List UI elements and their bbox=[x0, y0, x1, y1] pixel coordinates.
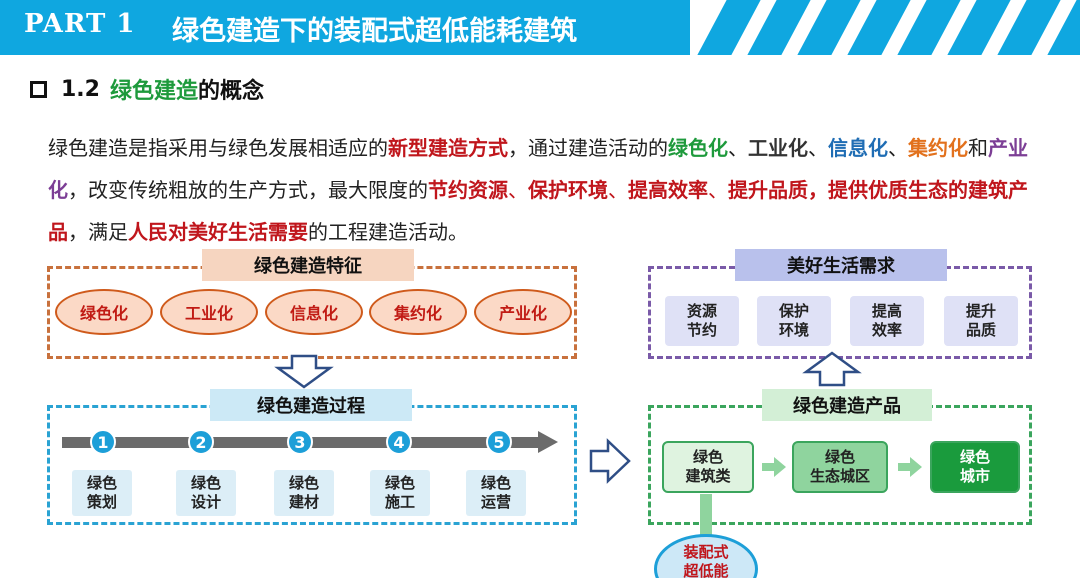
need-box: 资源节约 bbox=[665, 296, 739, 346]
bubble-line: 超低能 bbox=[683, 562, 729, 578]
section-title-highlight: 绿色建造 bbox=[109, 79, 198, 104]
need-line: 品质 bbox=[965, 321, 996, 339]
features-title: 绿色建造特征 bbox=[202, 249, 414, 281]
need-line: 环境 bbox=[778, 321, 809, 339]
para-text: 、 bbox=[728, 136, 748, 160]
para-emphasis: 工业化 bbox=[748, 136, 808, 160]
checkbox-icon bbox=[30, 80, 47, 98]
para-emphasis: 集约化 bbox=[908, 136, 968, 160]
step-number: 1 bbox=[90, 429, 116, 455]
step-number: 5 bbox=[486, 429, 512, 455]
need-line: 效率 bbox=[871, 321, 902, 339]
para-text: 、 bbox=[508, 178, 528, 202]
feature-oval: 信息化 bbox=[265, 289, 363, 335]
step-line: 设计 bbox=[190, 493, 221, 511]
para-text: 和 bbox=[968, 136, 988, 160]
para-emphasis: 信息化 bbox=[828, 136, 888, 160]
para-text: 、 bbox=[608, 178, 628, 202]
para-text: ，满足 bbox=[68, 220, 128, 244]
header-bar bbox=[0, 0, 690, 55]
definition-paragraph: 绿色建造是指采用与绿色发展相适应的新型建造方式，通过建造活动的绿色化、工业化、信… bbox=[48, 127, 1048, 253]
needs-title: 美好生活需求 bbox=[735, 249, 947, 281]
process-step: 绿色施工 bbox=[370, 470, 430, 516]
section-number: 1.2 bbox=[61, 76, 100, 102]
need-box: 提升品质 bbox=[944, 296, 1018, 346]
para-emphasis: 提升品质 bbox=[728, 178, 808, 202]
para-text: ，改变传统粗放的生产方式，最大限度的 bbox=[68, 178, 428, 202]
chevron-right-icon bbox=[762, 457, 786, 477]
right-arrow-icon bbox=[589, 438, 631, 484]
product-line: 生态城区 bbox=[809, 467, 870, 485]
chevron-right-icon bbox=[898, 457, 922, 477]
para-emphasis: 产业化 bbox=[48, 136, 1028, 202]
step-line: 绿色 bbox=[86, 474, 117, 492]
para-emphasis: 节约资源 bbox=[428, 178, 508, 202]
para-emphasis: ，提供 bbox=[808, 178, 868, 202]
need-line: 提高 bbox=[871, 302, 902, 320]
product-line: 绿色 bbox=[692, 448, 723, 466]
process-step: 绿色运营 bbox=[466, 470, 526, 516]
step-line: 绿色 bbox=[384, 474, 415, 492]
process-step: 绿色策划 bbox=[72, 470, 132, 516]
product-box: 绿色城市 bbox=[930, 441, 1020, 493]
product-line: 绿色 bbox=[959, 448, 990, 466]
feature-oval: 集约化 bbox=[369, 289, 467, 335]
connector-line bbox=[700, 494, 712, 536]
product-line: 建筑类 bbox=[685, 467, 731, 485]
para-text: 、 bbox=[888, 136, 908, 160]
product-box: 绿色生态城区 bbox=[792, 441, 888, 493]
section-heading: 1.2 绿色建造 的概念 bbox=[30, 72, 264, 106]
need-box: 保护环境 bbox=[757, 296, 831, 346]
product-line: 绿色 bbox=[824, 448, 855, 466]
para-emphasis: 提高效率 bbox=[628, 178, 708, 202]
para-emphasis: 新型建造方式 bbox=[388, 136, 508, 160]
step-number: 4 bbox=[386, 429, 412, 455]
down-arrow-icon bbox=[274, 354, 334, 389]
process-title: 绿色建造过程 bbox=[210, 389, 412, 421]
process-step: 绿色设计 bbox=[176, 470, 236, 516]
feature-oval: 产业化 bbox=[474, 289, 572, 335]
prefab-bubble: 装配式超低能 bbox=[654, 534, 758, 578]
para-emphasis: 优质生态的建筑产品 bbox=[48, 178, 1028, 244]
need-line: 节约 bbox=[686, 321, 717, 339]
step-line: 建材 bbox=[288, 493, 319, 511]
step-line: 运营 bbox=[480, 493, 511, 511]
para-text: ，通过建造活动的 bbox=[508, 136, 668, 160]
para-text: 、 bbox=[708, 178, 728, 202]
para-emphasis: 保护环境 bbox=[528, 178, 608, 202]
header-banner: PART 1 绿色建造下的装配式超低能耗建筑 bbox=[0, 0, 1080, 55]
process-step: 绿色建材 bbox=[274, 470, 334, 516]
step-line: 绿色 bbox=[480, 474, 511, 492]
para-emphasis: 绿色化 bbox=[668, 136, 728, 160]
need-line: 资源 bbox=[686, 302, 717, 320]
para-text: 、 bbox=[808, 136, 828, 160]
feature-oval: 绿色化 bbox=[55, 289, 153, 335]
para-text: 的工程建造活动。 bbox=[308, 220, 468, 244]
part-label: PART 1 bbox=[24, 9, 136, 39]
step-line: 绿色 bbox=[190, 474, 221, 492]
step-line: 绿色 bbox=[288, 474, 319, 492]
timeline-arrowhead-icon bbox=[538, 431, 558, 453]
para-text: 绿色建造是指采用与绿色发展相适应的 bbox=[48, 136, 388, 160]
bubble-line: 装配式 bbox=[683, 543, 729, 561]
feature-oval: 工业化 bbox=[160, 289, 258, 335]
need-box: 提高效率 bbox=[850, 296, 924, 346]
need-line: 保护 bbox=[778, 302, 809, 320]
product-line: 城市 bbox=[959, 467, 990, 485]
step-number: 3 bbox=[287, 429, 313, 455]
para-emphasis: 人民对美好生活需要 bbox=[128, 220, 308, 244]
step-number: 2 bbox=[188, 429, 214, 455]
step-line: 施工 bbox=[384, 493, 415, 511]
section-title-rest: 的概念 bbox=[198, 79, 265, 104]
product-box: 绿色建筑类 bbox=[662, 441, 754, 493]
need-line: 提升 bbox=[965, 302, 996, 320]
step-line: 策划 bbox=[86, 493, 117, 511]
up-arrow-icon bbox=[802, 351, 862, 387]
page-title: 绿色建造下的装配式超低能耗建筑 bbox=[172, 16, 577, 47]
product-title: 绿色建造产品 bbox=[762, 389, 932, 421]
